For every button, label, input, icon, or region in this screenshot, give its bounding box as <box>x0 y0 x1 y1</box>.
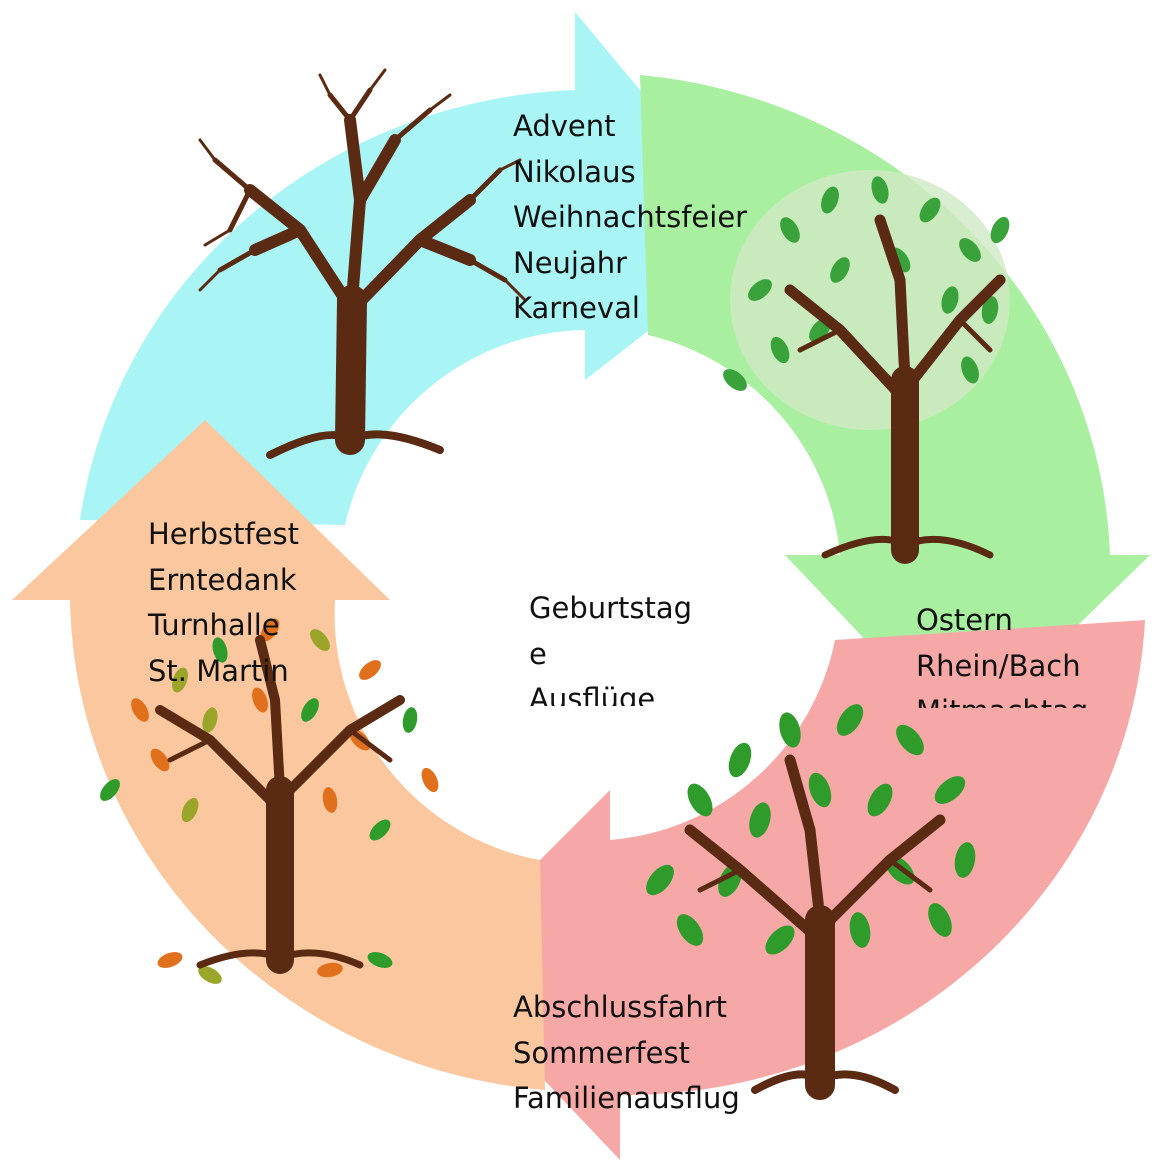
winter-arrow <box>80 12 765 525</box>
bare-tree-icon <box>198 68 527 459</box>
spring-event-1: Ostern <box>916 603 1013 637</box>
autumn-event-2: Erntedank <box>148 562 297 597</box>
autumn-event-3: Turnhalle <box>148 608 280 642</box>
spring-event-2: Rhein/Bach <box>916 648 1081 683</box>
spring-event-3: Mitmachtag <box>916 689 1116 708</box>
spring-tree-icon <box>723 170 1010 564</box>
spring-events: Ostern Rhein/Bach Mitmachtag <box>916 598 1116 708</box>
winter-events: Advent Nikolaus Weihnachtsfeier Neujahr … <box>513 104 747 332</box>
autumn-tree-icon <box>100 618 439 984</box>
autumn-events: Herbstfest Erntedank Turnhalle St. Marti… <box>148 512 299 694</box>
winter-event-4: Neujahr <box>513 245 628 280</box>
summer-events: Abschlussfahrt Sommerfest Familienausflu… <box>513 985 740 1122</box>
center-events: Geburtstage Ausflüge <box>529 586 709 706</box>
winter-event-5: Karneval <box>513 291 640 325</box>
winter-event-1: Advent <box>513 109 616 143</box>
summer-tree-icon <box>646 704 976 1100</box>
summer-arrow <box>435 620 1145 1160</box>
summer-event-3: Familienausflug <box>513 1081 740 1115</box>
center-event-1: Geburtstage <box>529 591 693 671</box>
autumn-event-4: St. Martin <box>148 653 289 688</box>
summer-event-2: Sommerfest <box>513 1035 690 1070</box>
center-event-2: Ausflüge <box>529 682 656 706</box>
summer-event-1: Abschlussfahrt <box>513 990 727 1024</box>
autumn-event-1: Herbstfest <box>148 517 299 551</box>
winter-event-3: Weihnachtsfeier <box>513 200 748 234</box>
winter-event-2: Nikolaus <box>513 154 636 189</box>
